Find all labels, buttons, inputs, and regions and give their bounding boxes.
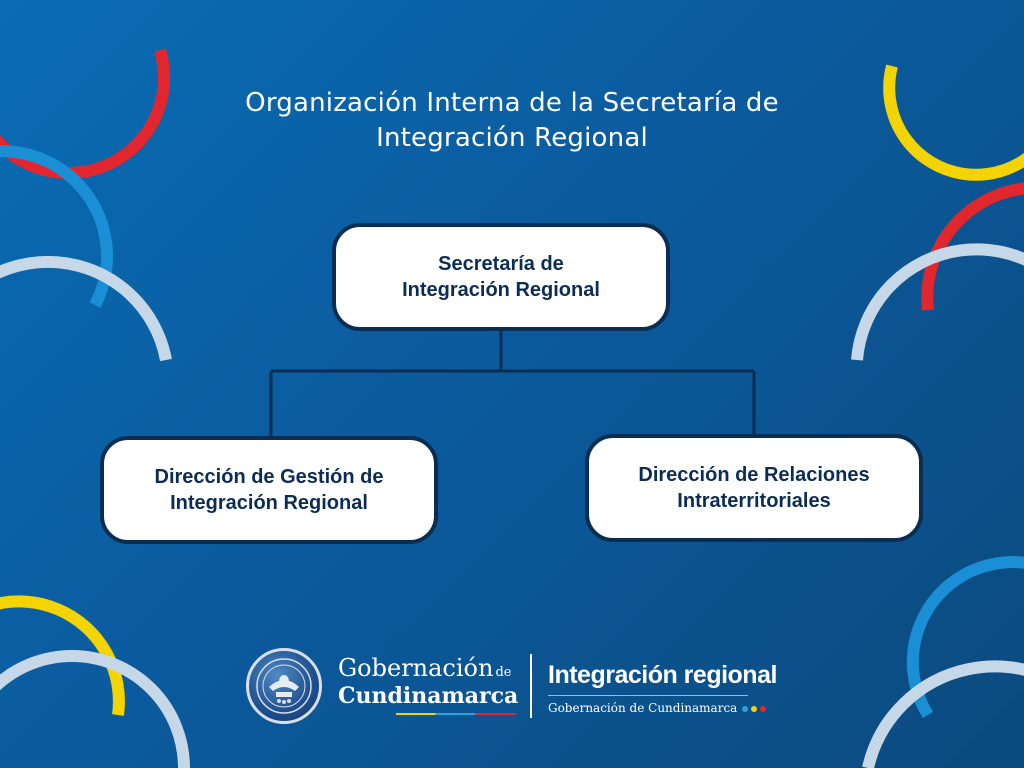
arc-red-top-left [0,48,170,180]
arc-light-bottom-left [0,650,190,768]
arc-light-right [851,243,1024,361]
org-node-direccion-relaciones: Dirección de Relaciones Intraterritorial… [585,434,923,542]
seal-emblem-icon [256,658,312,714]
org-node-direccion-gestion-line-2: Integración Regional [170,492,368,514]
tricolor-bar [396,713,516,715]
org-node-secretaria-line-2: Integración Regional [402,279,600,301]
page-title: Organización Interna de la Secretaría de… [112,86,912,156]
org-node-direccion-gestion: Dirección de Gestión de Integración Regi… [100,436,438,544]
logo-divider [530,654,532,718]
dot-red [760,706,766,712]
seal-icon [246,648,322,724]
gobernacion-de-text: de [495,665,512,680]
dot-blue [742,706,748,712]
dot-yellow [751,706,757,712]
org-node-direccion-relaciones-line-1: Dirección de Relaciones [638,464,870,486]
arc-blue-left [0,145,114,308]
arc-yellow-top-right [883,64,1024,181]
integracion-rule [548,695,748,696]
integracion-subtitle: Gobernación de Cundinamarca [548,701,738,715]
arc-yellow-bottom-left [0,595,125,716]
arc-blue-bottom-right [906,556,1024,719]
org-node-direccion-gestion-line-1: Dirección de Gestión de [154,466,384,488]
cundinamarca-wordmark: Cundinamarca [338,683,519,709]
page-title-line-1: Organización Interna de la Secretaría de [245,88,779,118]
arc-light-left [0,255,172,362]
org-node-secretaria-line-1: Secretaría de [438,253,564,275]
arc-red-right [921,182,1024,311]
page-title-line-2: Integración Regional [376,123,648,153]
integracion-regional-wordmark: Integración regional [548,661,777,689]
org-node-direccion-relaciones-line-2: Intraterritoriales [677,490,831,512]
tricolor-dots [742,706,766,712]
arc-light-bottom-right [862,660,1024,768]
org-node-secretaria: Secretaría de Integración Regional [332,223,670,331]
gobernacion-text: Gobernación [338,654,494,682]
